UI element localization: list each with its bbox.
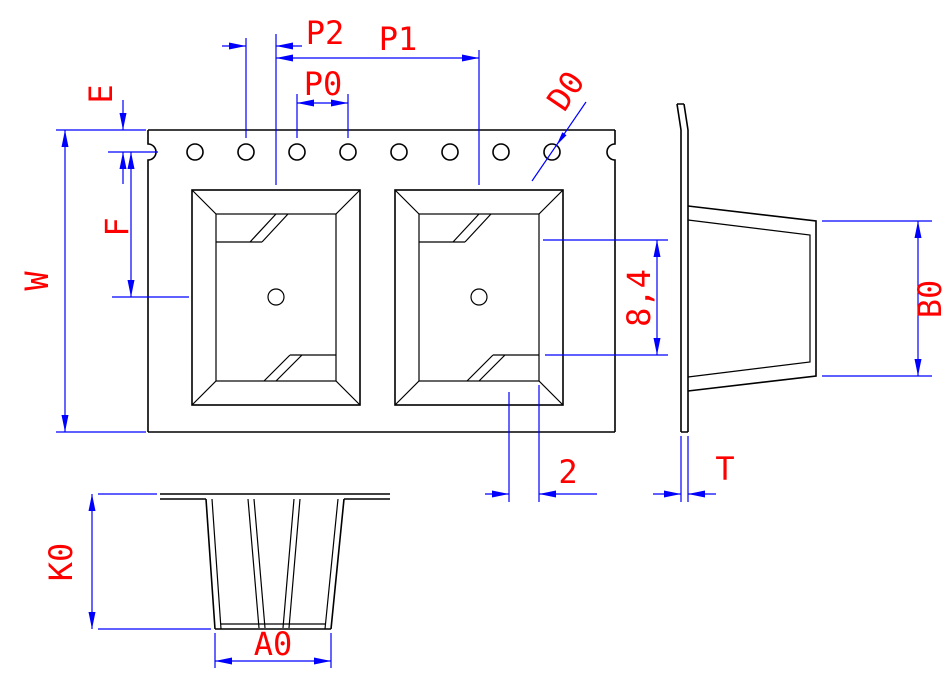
sprocket-hole: [441, 143, 459, 161]
dim-w-extension-lines: [56, 129, 146, 433]
tape-right-edge-notch: [606, 130, 616, 432]
label-d0: D0: [539, 64, 592, 117]
sprocket-hole: [186, 143, 204, 161]
sprocket-hole: [339, 143, 357, 161]
pocket-profile-outer: [687, 205, 817, 392]
label-a0: A0: [254, 625, 293, 663]
dim-w: W: [18, 129, 146, 433]
label-2: 2: [558, 453, 577, 491]
label-p1: P1: [379, 20, 418, 58]
tape-top-view: [147, 129, 616, 433]
label-b0: B0: [911, 280, 949, 319]
dim-k0-extension-lines: [98, 493, 211, 630]
pocket-section-view: [160, 493, 390, 630]
dim-f: F: [98, 152, 189, 298]
dim-b0-extension-lines: [822, 220, 932, 377]
tape-left-edge-notch: [147, 130, 157, 432]
dim-p1: P1: [276, 20, 480, 185]
sprocket-hole: [237, 143, 255, 161]
dim-t: T: [653, 436, 735, 502]
dim-k0: K0: [42, 493, 211, 630]
dim-84-extension-lines: [543, 239, 668, 356]
label-w: W: [18, 271, 56, 291]
label-8-4: 8,4: [620, 269, 658, 327]
pocket-inner-walls: [211, 498, 339, 630]
tape-cross-section: [676, 103, 689, 433]
dim-t-extension-lines: [680, 436, 689, 502]
pocket-outer-walls: [205, 498, 345, 630]
dim-d0-arrowhead: [556, 132, 567, 146]
label-k0: K0: [42, 543, 80, 582]
dim-d0: D0: [531, 64, 592, 182]
dim-step-width: 2: [485, 385, 597, 502]
tape-side-view: [676, 103, 817, 433]
pocket-2: [394, 189, 564, 406]
dim-2-extension-lines: [508, 385, 540, 502]
label-e: E: [82, 84, 120, 103]
dim-b0: B0: [822, 220, 949, 377]
sprocket-hole: [492, 143, 510, 161]
sprocket-hole: [390, 143, 408, 161]
dim-p0: P0: [296, 65, 349, 138]
label-f: F: [98, 217, 136, 236]
dim-a0: A0: [214, 625, 332, 668]
sprocket-hole: [288, 143, 306, 161]
dim-cavity-length: 8,4: [543, 239, 668, 356]
dim-e: E: [82, 84, 158, 184]
dim-p2-extension-lines: [245, 34, 277, 185]
sprocket-hole: [543, 143, 561, 161]
label-t: T: [715, 450, 734, 488]
pocket-step-walls: [247, 498, 301, 629]
pocket-profile-inner: [687, 219, 811, 378]
label-p2: P2: [306, 14, 345, 52]
dim-p2: P2: [222, 14, 344, 185]
pocket-1: [191, 189, 361, 406]
label-p0: P0: [304, 65, 343, 103]
